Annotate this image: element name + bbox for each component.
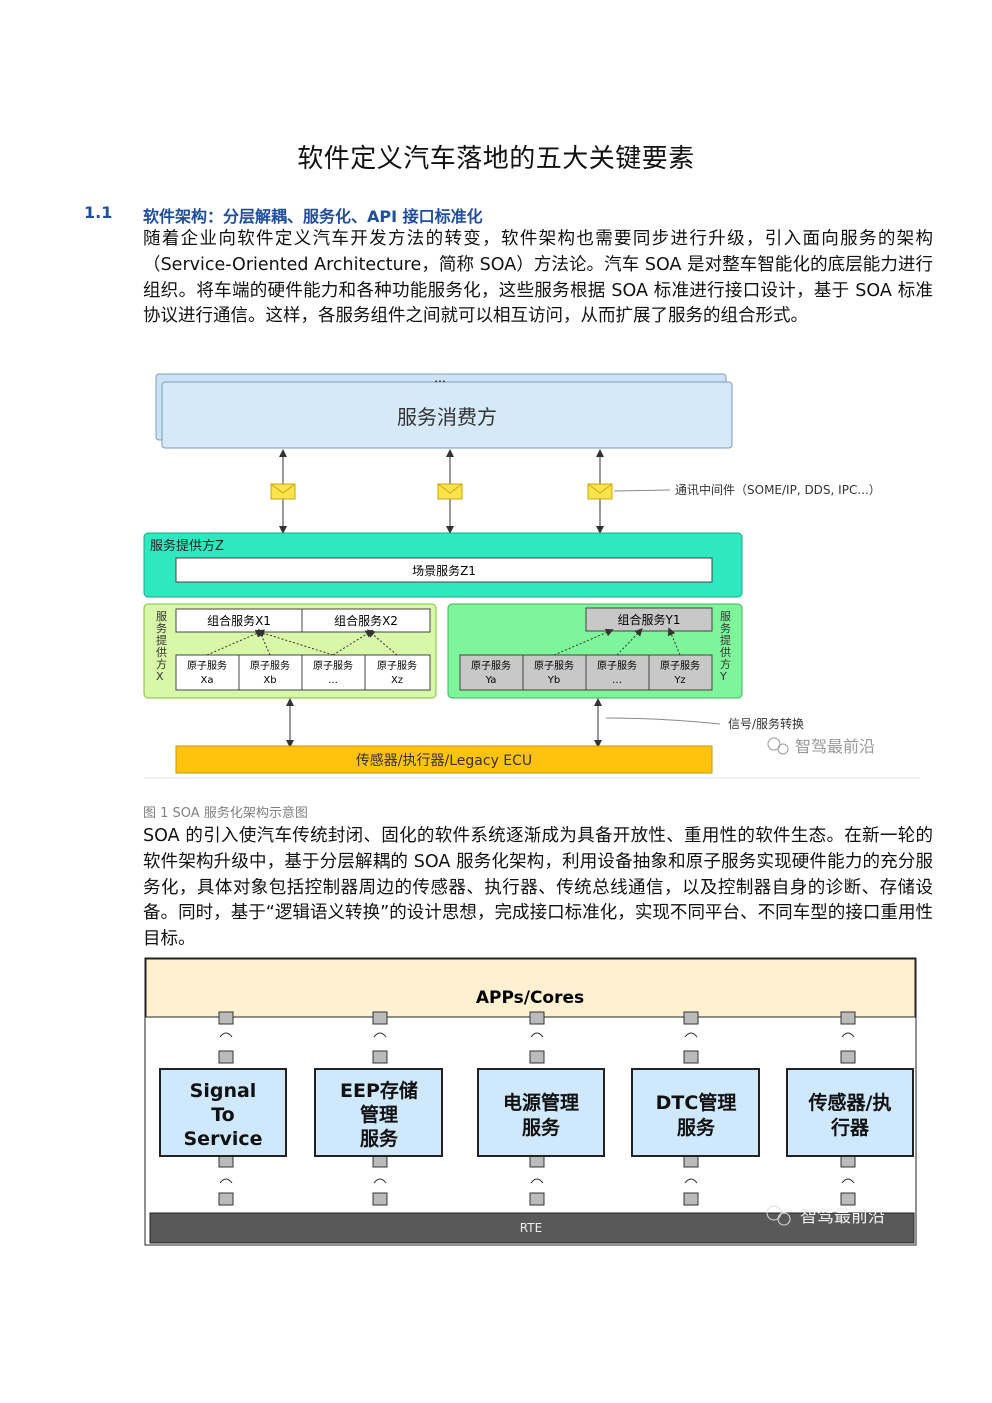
port-connectors (218, 1011, 856, 1206)
wechat-icon (766, 1205, 791, 1226)
service-box-label: Signal (190, 1080, 257, 1102)
service-box-label: To (211, 1104, 235, 1126)
page-title: 软件定义汽车落地的五大关键要素 (297, 144, 695, 174)
section-title: 软件架构：分层解耦、服务化、API 接口标准化 (143, 207, 483, 226)
rte-label: RTE (520, 1221, 542, 1235)
svg-text:原子服务: 原子服务 (534, 659, 574, 672)
envelope-icon (587, 483, 613, 500)
watermark: 智驾最前沿 (800, 1207, 885, 1227)
svg-text:…: … (612, 675, 622, 686)
svg-text:Yb: Yb (547, 675, 560, 686)
envelope-icon (437, 483, 463, 500)
svg-text:…: … (328, 675, 338, 686)
section-number: 1.1 (84, 203, 113, 222)
composite-x1-label: 组合服务X1 (207, 613, 271, 628)
svg-text:原子服务: 原子服务 (377, 659, 417, 672)
svg-text:Ya: Ya (485, 675, 497, 686)
composite-y1-label: 组合服务Y1 (618, 612, 681, 627)
svg-text:Yz: Yz (673, 675, 685, 686)
svg-text:Xb: Xb (263, 675, 276, 686)
wechat-icon (767, 737, 789, 755)
apps-cores-label: APPs/Cores (476, 988, 584, 1008)
svg-text:原子服务: 原子服务 (597, 659, 637, 672)
svg-text:Xa: Xa (201, 675, 214, 686)
scene-service-label: 场景服务Z1 (412, 563, 476, 578)
svg-text:原子服务: 原子服务 (313, 659, 353, 672)
watermark: 智驾最前沿 (795, 737, 875, 756)
composite-x2-label: 组合服务X2 (334, 613, 398, 628)
middleware-label: 通讯中间件（SOME/IP, DDS, IPC...） (675, 482, 881, 497)
svg-text:Xz: Xz (391, 675, 403, 686)
paragraph-soa-benefits: SOA 的引入使汽车传统封闭、固化的软件系统逐渐成为具备开放性、重用性的软件生态… (143, 826, 933, 950)
soa-architecture-figure: … 服务消费方 通讯中间件（SOME/IP, DDS, IPC...） 服务提供… (143, 371, 920, 779)
svg-text:原子服务: 原子服务 (660, 659, 700, 672)
figure-caption: 图 1 SOA 服务化架构示意图 (143, 806, 308, 821)
consumer-dots: … (434, 371, 446, 385)
consumer-label: 服务消费方 (397, 405, 497, 429)
atomic-services-x: 原子服务 原子服务 原子服务 原子服务 Xa Xb … Xz (175, 654, 431, 691)
svg-text:原子服务: 原子服务 (250, 659, 290, 672)
envelope-icon (270, 483, 296, 500)
service-box-label: EEP存储 (340, 1079, 418, 1102)
atomic-services-y: 原子服务 原子服务 原子服务 原子服务 Ya Yb … Yz (459, 654, 713, 691)
service-box-label: 管理 (360, 1103, 398, 1126)
service-box-label: 电源管理 (503, 1091, 579, 1114)
service-box-label: 服务 (677, 1116, 716, 1139)
service-box-label: 服务 (522, 1116, 561, 1139)
service-box-label: 传感器/执 (808, 1091, 892, 1114)
paragraph-intro: 随着企业向软件定义汽车开发方法的转变，软件架构也需要同步进行升级，引入面向服务的… (143, 229, 933, 327)
svg-text:原子服务: 原子服务 (471, 659, 511, 672)
bottom-bar-label: 传感器/执行器/Legacy ECU (356, 752, 532, 769)
service-box-label: Service (184, 1128, 263, 1150)
autosar-service-figure: APPs/Cores Signal To Service EEP存储 (144, 957, 917, 1246)
svg-text:原子服务: 原子服务 (187, 659, 227, 672)
provider-z-label: 服务提供方Z (150, 538, 224, 554)
signal-conversion-label: 信号/服务转换 (728, 716, 804, 731)
service-box-label: 行器 (830, 1116, 870, 1139)
service-box-label: 服务 (360, 1127, 399, 1150)
service-box-label: DTC管理 (656, 1091, 737, 1114)
